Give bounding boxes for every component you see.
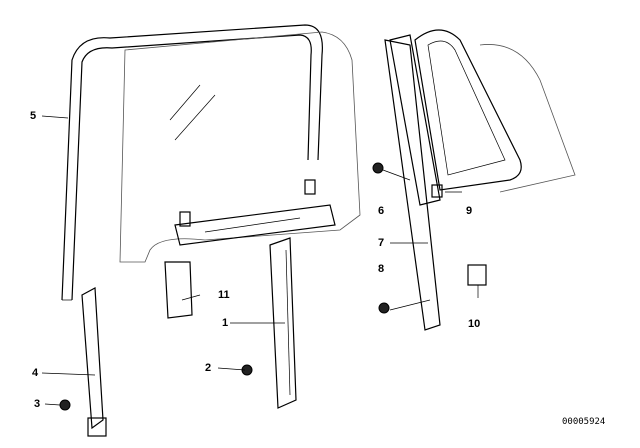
callout-4: 4	[32, 367, 39, 379]
callout-9: 9	[466, 205, 473, 217]
guide-rail-4	[81, 287, 104, 430]
quarter-window	[389, 29, 576, 206]
screw-3	[59, 399, 71, 411]
callout-10: 10	[468, 318, 481, 330]
diagram-code: 00005924	[562, 417, 606, 427]
glass-lifter-rail	[174, 179, 336, 246]
callout-3: 3	[34, 398, 41, 410]
bracket-11	[164, 261, 193, 319]
callout-5: 5	[30, 110, 37, 122]
callout-7: 7	[378, 237, 385, 249]
clip-10	[467, 264, 487, 286]
guide-rail-1	[269, 237, 297, 409]
callout-8: 8	[378, 263, 385, 275]
screw-8	[378, 302, 390, 314]
callout-1: 1	[222, 317, 229, 329]
guide-rail-7	[384, 39, 441, 331]
callout-11: 11	[218, 289, 230, 301]
door-glass	[119, 31, 361, 263]
callout-2: 2	[205, 362, 212, 374]
screw-6	[372, 162, 384, 174]
window-seal-frame	[61, 24, 323, 301]
leader-lines	[41, 115, 479, 406]
callout-6: 6	[378, 205, 385, 217]
